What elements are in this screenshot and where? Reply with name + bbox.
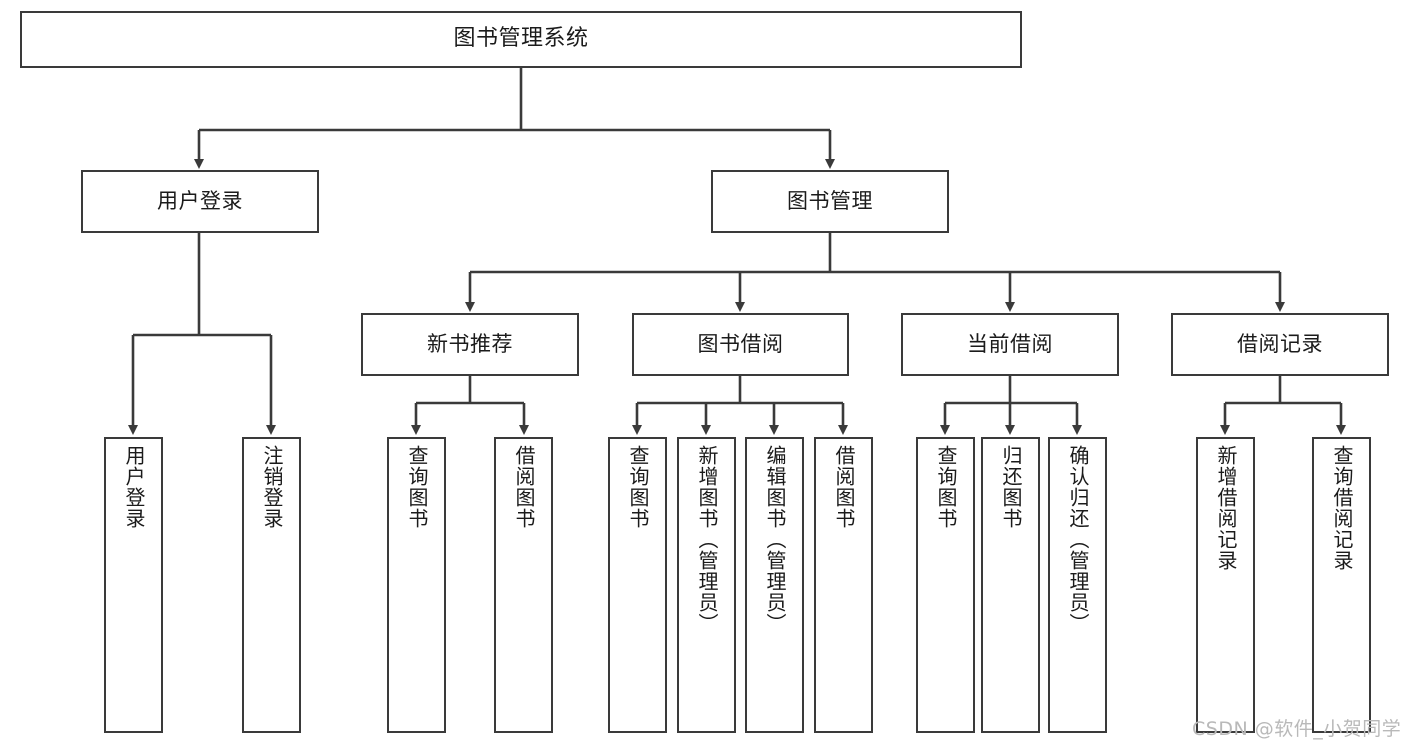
node-label: 借阅图书 [512, 445, 536, 529]
node-label: 查询图书 [405, 445, 429, 529]
node-book-management[interactable]: 图书管理 [711, 170, 949, 233]
node-label: 确认归还（管理员） [1066, 445, 1090, 634]
node-label: 新增图书（管理员） [695, 445, 719, 634]
leaf-book-borrow-add-book-admin[interactable]: 新增图书（管理员） [677, 437, 736, 733]
node-label: 图书管理 [787, 188, 873, 213]
leaf-borrow-record-query-record[interactable]: 查询借阅记录 [1312, 437, 1371, 733]
node-label: 查询图书 [626, 445, 650, 529]
node-label: 注销登录 [260, 445, 284, 529]
node-label: 借阅图书 [832, 445, 856, 529]
leaf-user-login-login[interactable]: 用户登录 [104, 437, 163, 733]
node-book-borrow[interactable]: 图书借阅 [632, 313, 849, 376]
node-label: 用户登录 [122, 445, 146, 529]
node-label: 归还图书 [999, 445, 1023, 529]
leaf-new-book-query-book[interactable]: 查询图书 [387, 437, 446, 733]
node-borrow-record[interactable]: 借阅记录 [1171, 313, 1389, 376]
node-label: 用户登录 [157, 188, 243, 213]
node-label: 图书借阅 [697, 331, 784, 356]
node-label: 当前借阅 [967, 331, 1053, 356]
node-new-book-recommend[interactable]: 新书推荐 [361, 313, 579, 376]
node-label: 编辑图书（管理员） [763, 445, 787, 634]
leaf-book-borrow-query-book[interactable]: 查询图书 [608, 437, 667, 733]
leaf-current-borrow-return-book[interactable]: 归还图书 [981, 437, 1040, 733]
leaf-current-borrow-confirm-return-admin[interactable]: 确认归还（管理员） [1048, 437, 1107, 733]
csdn-watermark: CSDN @软件_小贺同学 [1192, 718, 1402, 740]
leaf-new-book-borrow-book[interactable]: 借阅图书 [494, 437, 553, 733]
node-label: 新书推荐 [427, 331, 513, 356]
leaf-current-borrow-query-book[interactable]: 查询图书 [916, 437, 975, 733]
leaf-book-borrow-borrow-book[interactable]: 借阅图书 [814, 437, 873, 733]
node-user-login[interactable]: 用户登录 [81, 170, 319, 233]
node-label: 借阅记录 [1237, 331, 1323, 356]
leaf-borrow-record-add-record[interactable]: 新增借阅记录 [1196, 437, 1255, 733]
node-label: 新增借阅记录 [1214, 445, 1238, 571]
node-root-book-management-system[interactable]: 图书管理系统 [20, 11, 1022, 68]
leaf-book-borrow-edit-book-admin[interactable]: 编辑图书（管理员） [745, 437, 804, 733]
leaf-user-login-logout[interactable]: 注销登录 [242, 437, 301, 733]
node-current-borrow[interactable]: 当前借阅 [901, 313, 1119, 376]
node-label: 查询借阅记录 [1330, 445, 1354, 571]
node-label: 查询图书 [934, 445, 958, 529]
node-label: 图书管理系统 [453, 26, 589, 52]
